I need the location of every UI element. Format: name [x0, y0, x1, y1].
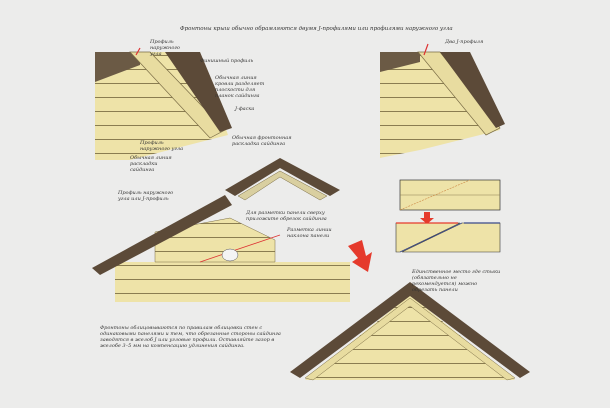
- top-left-gable-illustration: [95, 47, 232, 160]
- label-outer-corner-2: Профиль наружного угла: [140, 140, 184, 152]
- installation-note: Фронтоны облицовываются по правилам обли…: [100, 325, 281, 349]
- panel-cutting-illustration: [395, 179, 501, 253]
- diagram-title: Фронтоны крыш обычно обрамляются двумя J…: [180, 26, 453, 32]
- label-corner-or-j: Профиль наружного угла или J-профиль: [118, 190, 174, 202]
- red-arrow-icon: [348, 240, 372, 272]
- middle-roof-siding-illustration: [92, 195, 350, 302]
- label-gable-layout: Обычная фронтонная раскладка сайдинга: [232, 135, 292, 147]
- label-roof-line: Обычная линия кровли разделяет плоскости…: [215, 75, 265, 99]
- label-slope-line: Разметка линии наклона панели: [287, 227, 332, 239]
- label-outer-corner: Профиль наружного угла: [150, 39, 180, 57]
- label-j-channel: J-фаска: [235, 106, 255, 112]
- top-right-gable-illustration: [380, 43, 505, 158]
- bottom-gable-illustration: [290, 282, 530, 381]
- label-joint-location: Единственное место где стыки (обязательн…: [412, 269, 501, 293]
- label-siding-line: Обычная линия раскладки сайдинга: [130, 155, 172, 173]
- label-marking-tip: Для разметки панели сверху приложите обр…: [246, 210, 327, 222]
- label-two-j-profiles: Два J-профиля: [445, 39, 484, 45]
- roof-peak-illustration: [225, 158, 340, 201]
- label-finish-profile: Финишный профиль: [200, 58, 254, 64]
